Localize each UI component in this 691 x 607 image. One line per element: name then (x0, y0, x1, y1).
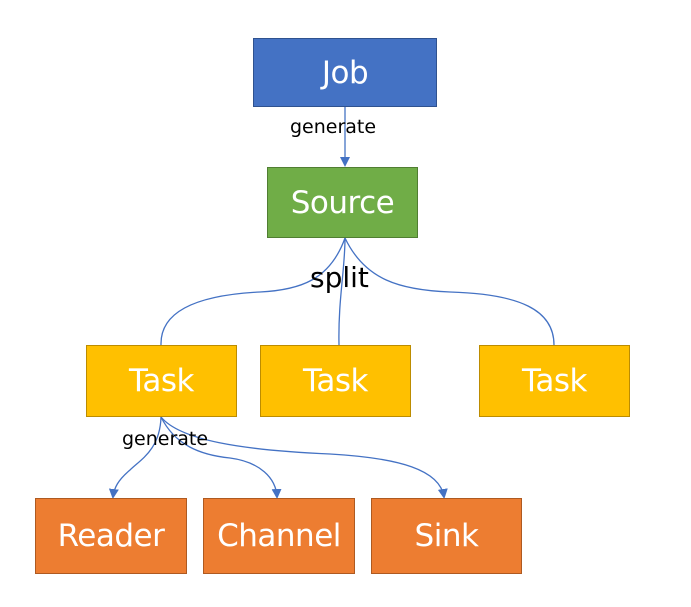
sink-node: Sink (371, 498, 522, 574)
edge-label-generate-task: generate (122, 428, 209, 450)
edge-label-split: split (310, 261, 369, 294)
reader-node: Reader (35, 498, 187, 574)
task-node-label: Task (303, 363, 368, 399)
edge-label-generate-job: generate (290, 116, 377, 138)
source-node: Source (267, 167, 418, 238)
reader-node-label: Reader (57, 518, 165, 554)
task-node-1: Task (86, 345, 237, 417)
source-node-label: Source (290, 184, 395, 221)
edge-source-to-task-2 (338, 237, 346, 346)
task-node-label: Task (522, 363, 587, 399)
task-node-3: Task (479, 345, 630, 417)
edge-task-to-reader (108, 416, 162, 499)
edge-task-to-sink (160, 416, 448, 499)
job-node: Job (253, 38, 437, 107)
edge-source-to-task-3 (344, 237, 555, 346)
channel-node-label: Channel (217, 518, 341, 554)
edge-source-to-task-1 (160, 237, 346, 346)
edge-task-to-channel (160, 416, 282, 499)
channel-node: Channel (203, 498, 355, 574)
job-node-label: Job (321, 54, 369, 91)
task-node-2: Task (260, 345, 411, 417)
task-node-label: Task (129, 363, 194, 399)
sink-node-label: Sink (414, 518, 479, 554)
